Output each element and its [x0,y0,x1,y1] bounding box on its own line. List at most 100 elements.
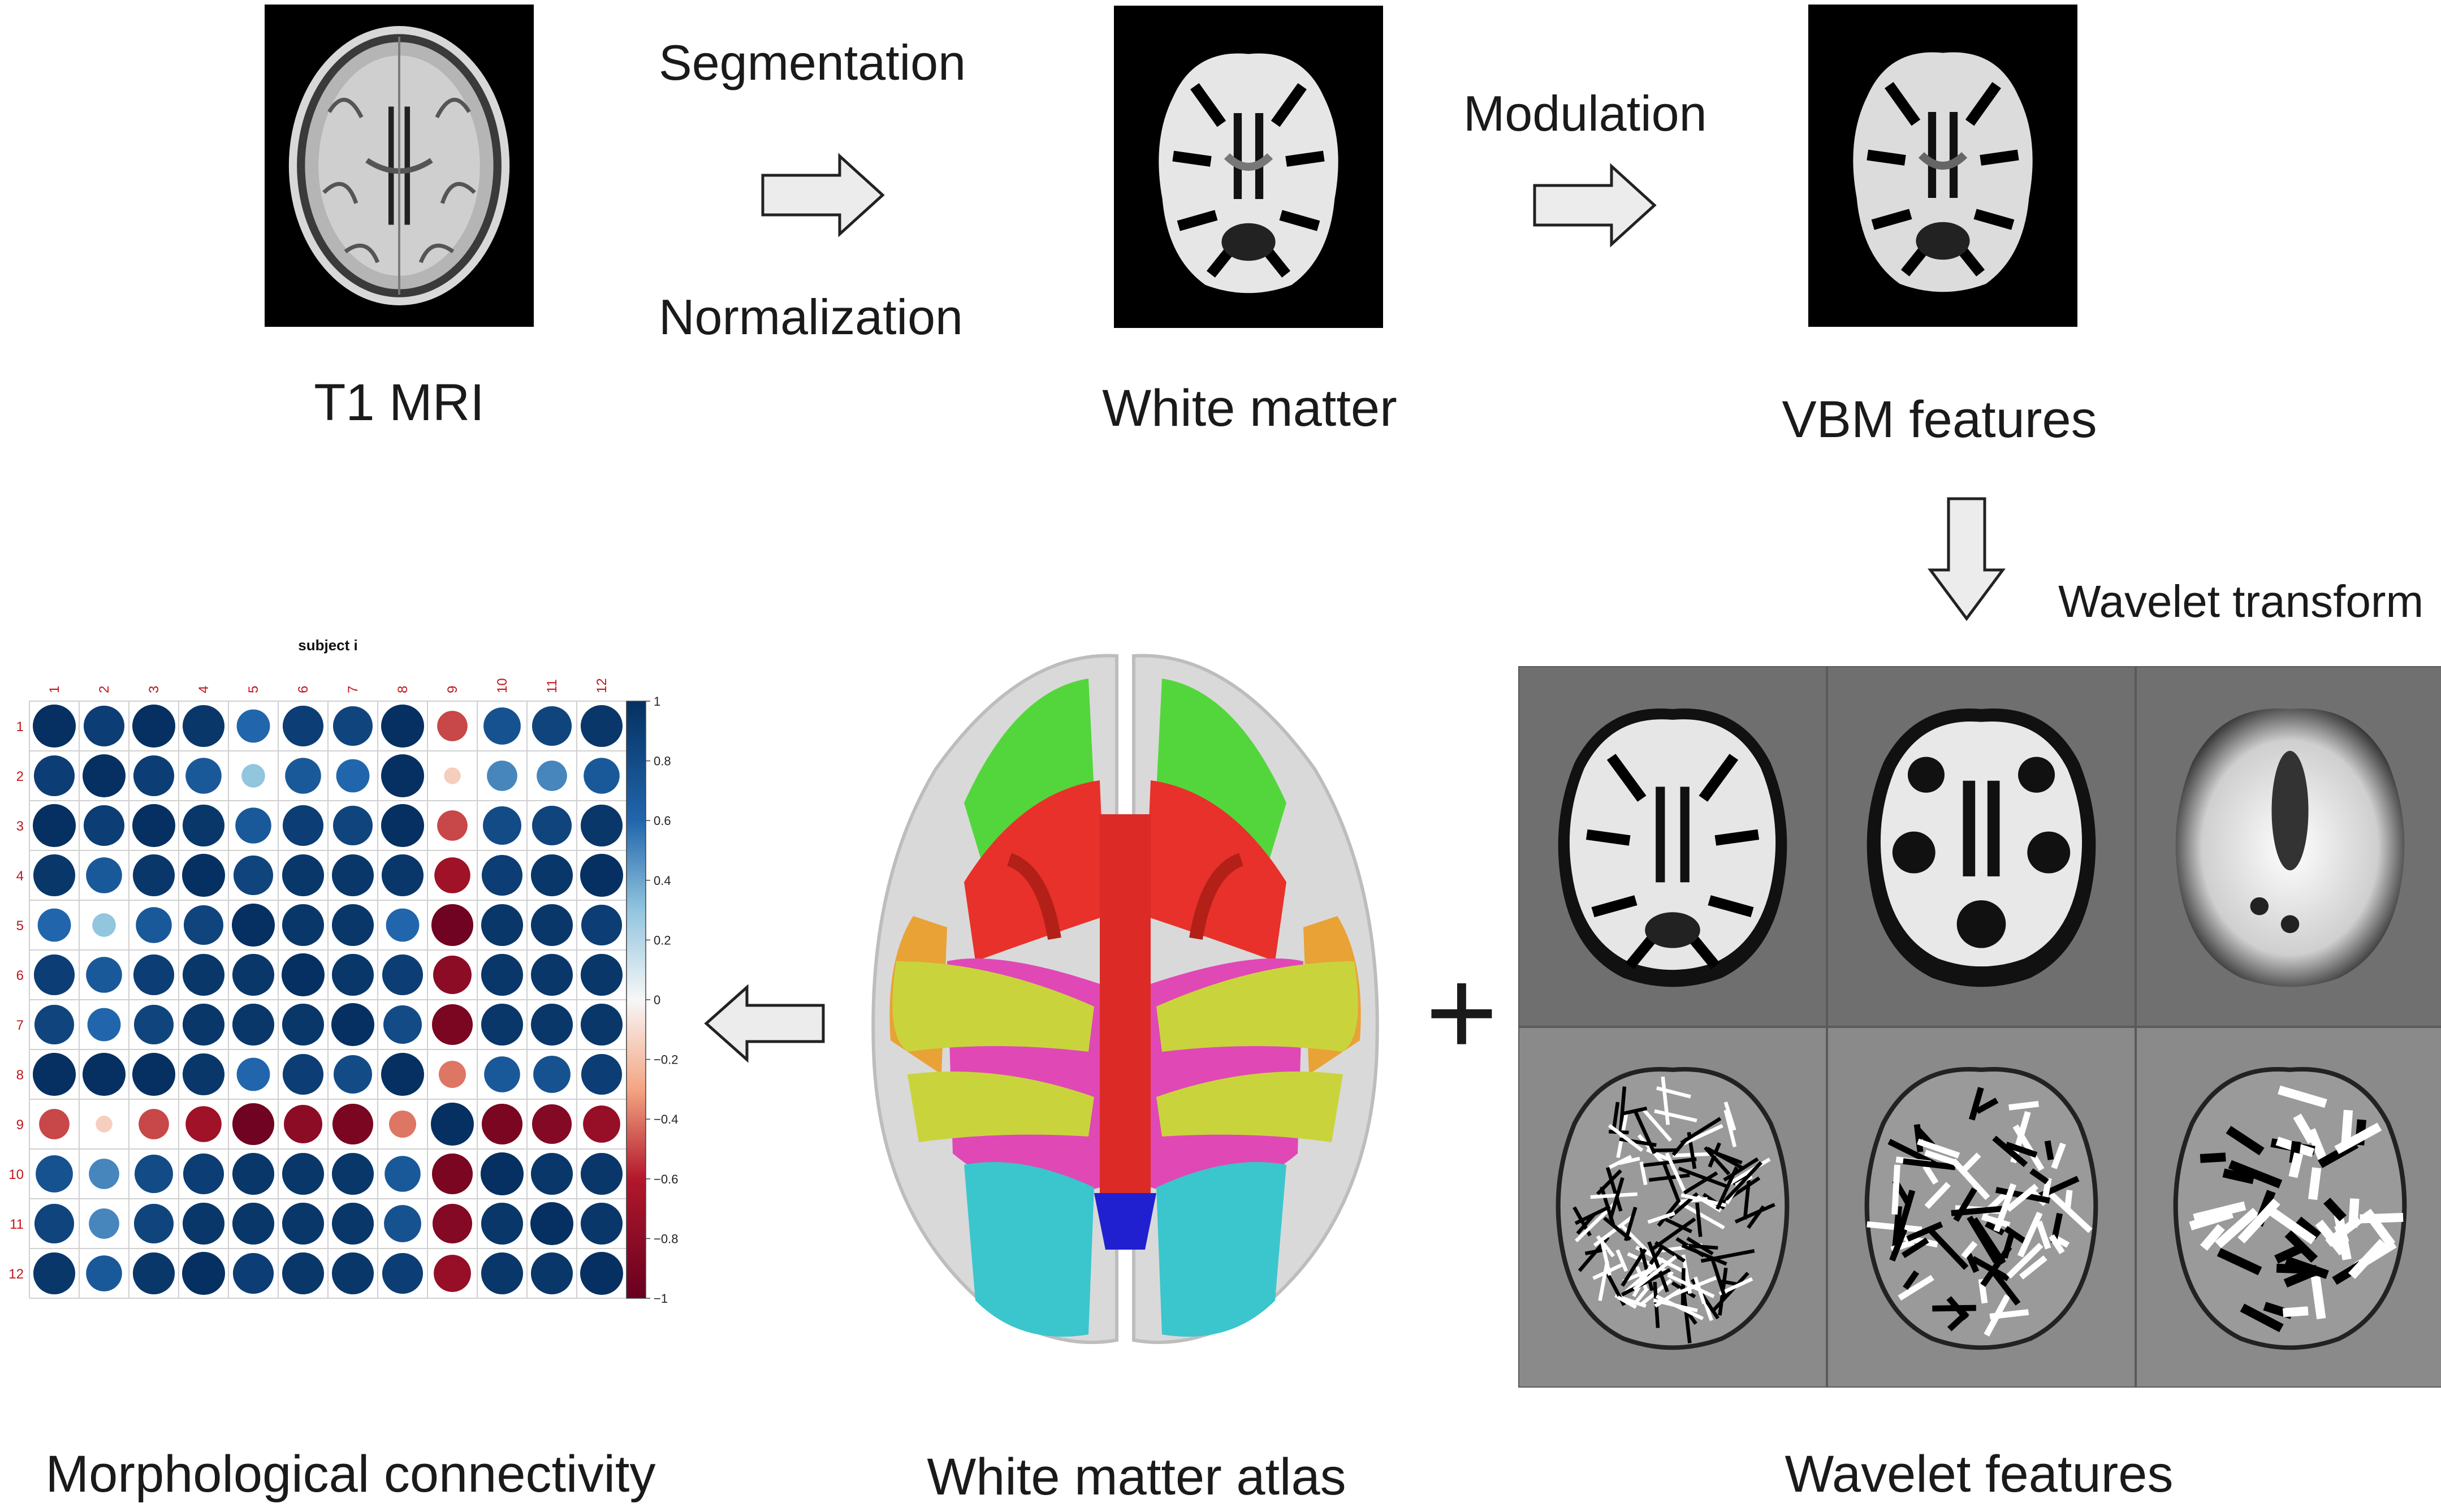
vbm-features-image [1808,5,2077,327]
wavelet-panel-2 [1827,666,2136,1027]
matrix-cell-7-4 [182,1003,225,1046]
matrix-cell-9-4 [185,1106,222,1142]
colorbar-tick: 0.2 [654,933,671,947]
matrix-cell-9-9 [431,1103,474,1146]
matrix-cell-6-1 [33,954,75,996]
matrix-cell-11-4 [182,1202,225,1245]
matrix-cell-3-9 [437,810,468,841]
matrix-cell-4-6 [282,854,325,897]
matrix-cell-4-4 [182,854,225,897]
matrix-cell-1-9 [437,711,468,741]
matrix-cell-10-10 [481,1152,524,1195]
matrix-cell-4-9 [434,857,470,893]
row-label-4: 4 [16,869,24,884]
col-label-11: 11 [545,679,560,693]
col-label-12: 12 [594,678,610,693]
matrix-cell-11-12 [580,1202,623,1245]
matrix-cell-7-11 [530,1003,573,1046]
colorbar-tick: 0.8 [654,754,671,768]
col-label-9: 9 [445,686,460,693]
matrix-cell-8-1 [33,1053,76,1096]
colorbar-tick: −1 [654,1291,668,1306]
col-label-10: 10 [495,678,510,693]
col-label-1: 1 [47,686,62,693]
matrix-cell-6-6 [282,953,325,996]
matrix-cell-9-6 [284,1105,322,1143]
matrix-cell-4-1 [33,854,76,897]
matrix-cell-11-1 [34,1203,75,1244]
colorbar-tick: 0.4 [654,874,671,888]
matrix-cell-4-3 [132,854,175,897]
matrix-cell-8-6 [282,1053,324,1095]
matrix-cell-9-5 [232,1103,275,1146]
matrix-cell-10-2 [89,1159,119,1189]
matrix-cell-1-12 [580,705,623,748]
col-label-2: 2 [97,686,112,693]
white-matter-atlas-render [851,645,1399,1357]
matrix-cell-10-5 [232,1152,275,1195]
matrix-cell-5-6 [282,904,325,947]
colorbar-tick: −0.8 [654,1232,678,1246]
colorbar-tick: 0.6 [654,814,671,828]
matrix-cell-12-12 [580,1252,623,1295]
matrix-cell-11-5 [232,1202,275,1245]
matrix-cell-4-11 [530,854,573,897]
colorbar-tick: −0.4 [654,1112,678,1126]
matrix-cell-5-8 [386,908,420,942]
matrix-cell-8-4 [182,1053,225,1096]
matrix-cell-12-4 [182,1252,225,1295]
matrix-cell-6-5 [232,953,275,996]
matrix-cell-9-8 [388,1110,417,1138]
matrix-cell-5-2 [92,913,116,937]
matrix-cell-3-1 [33,804,76,847]
matrix-cell-8-9 [438,1060,466,1088]
matrix-cell-1-7 [332,706,373,746]
matrix-cell-1-5 [236,709,270,743]
matrix-cell-6-8 [382,954,424,996]
matrix-cell-6-11 [530,953,573,996]
matrix-cell-11-3 [133,1203,174,1244]
matrix-cell-10-1 [36,1155,73,1193]
matrix-cell-5-1 [37,908,71,942]
matrix-cell-12-10 [481,1252,524,1295]
matrix-cell-3-8 [381,804,424,847]
matrix-cell-6-3 [133,954,175,996]
matrix-cell-3-7 [332,805,373,846]
matrix-cell-12-2 [86,1255,122,1291]
matrix-cell-12-8 [382,1252,424,1294]
matrix-cell-9-2 [96,1116,113,1133]
matrix-cell-12-3 [132,1252,175,1295]
t1-caption: T1 MRI [314,374,485,431]
matrix-cell-4-7 [331,854,374,897]
matrix-cell-5-7 [331,904,374,947]
white-matter-image [1114,6,1383,328]
matrix-cell-6-12 [580,953,623,996]
matrix-cell-7-10 [481,1003,524,1046]
matrix-cell-3-5 [235,807,271,844]
matrix-cell-9-7 [332,1103,374,1145]
matrix-cell-12-6 [282,1252,325,1295]
matrix-cell-5-10 [481,904,524,947]
matrix-title: subject i [298,637,357,654]
matrix-cell-4-5 [233,855,274,896]
matrix-cell-7-12 [580,1003,623,1046]
row-label-1: 1 [16,719,24,735]
matrix-cell-7-9 [431,1004,473,1046]
matrix-cell-2-12 [584,758,620,794]
t1-mri-image [265,5,534,327]
col-label-4: 4 [196,686,211,693]
matrix-cell-4-10 [481,854,523,896]
matrix-cell-2-2 [83,754,126,797]
col-label-7: 7 [345,686,361,693]
row-label-6: 6 [16,968,24,983]
matrix-cell-1-8 [381,705,424,748]
matrix-cell-7-5 [232,1003,275,1046]
wavelet-transform-label: Wavelet transform [2058,576,2424,627]
colorbar-tick: 0 [654,993,660,1007]
matrix-cell-10-4 [183,1153,224,1195]
matrix-cell-6-10 [481,953,524,996]
atlas-caption: White matter atlas [927,1448,1346,1506]
matrix-cell-7-6 [282,1003,325,1046]
matrix-cell-12-1 [33,1252,76,1295]
colorbar-tick: −0.2 [654,1053,678,1067]
